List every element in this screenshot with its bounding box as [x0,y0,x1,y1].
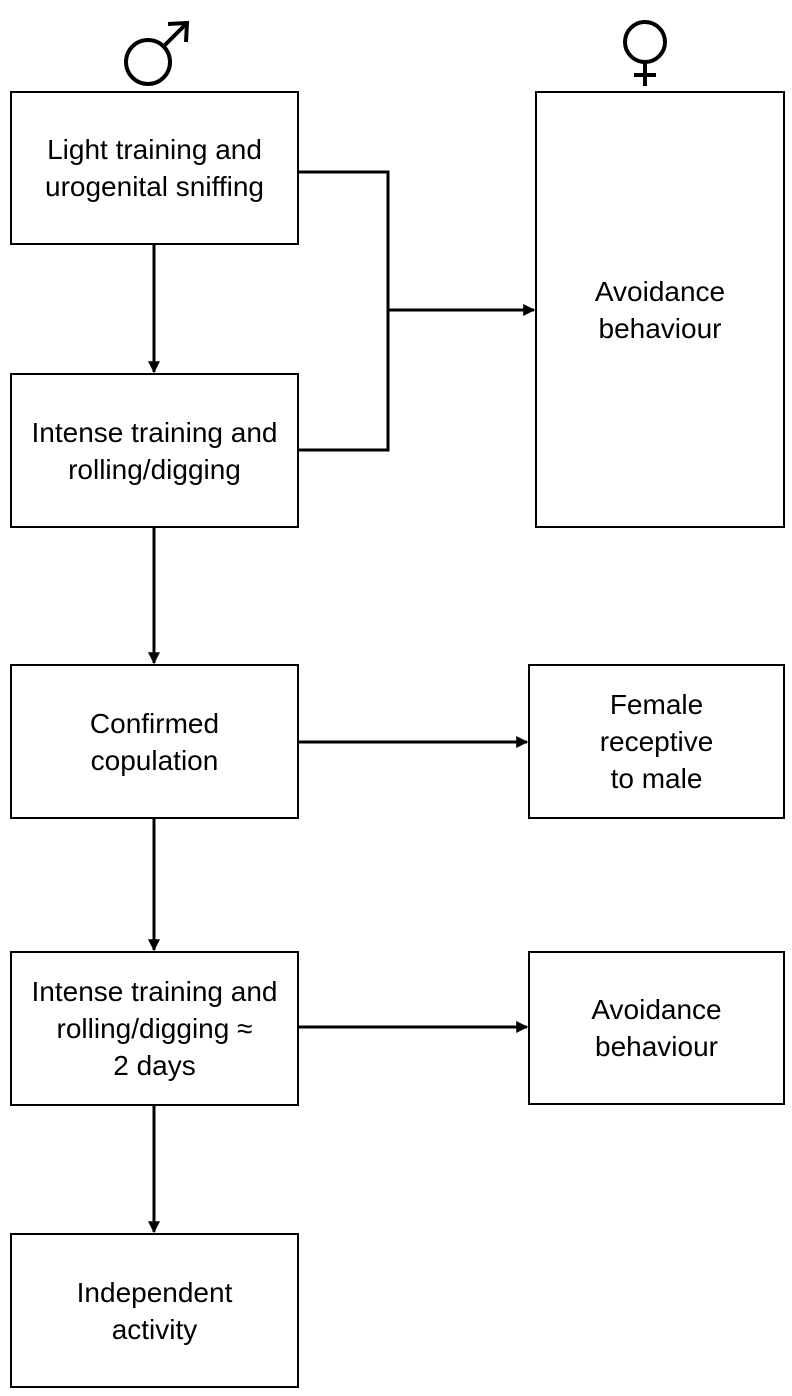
bracket-connector [298,170,390,452]
male-symbol-icon [124,20,190,86]
step-intense-training-2-days: Intense training and rolling/digging ≈ 2… [10,951,299,1106]
step-independent-activity-label: Independent activity [76,1276,233,1345]
step-confirmed-copulation: Confirmed copulation [10,664,299,819]
female-receptive-to-male-label: Female receptive to male [599,689,714,794]
step-confirmed-copulation-label: Confirmed copulation [89,707,220,776]
step-intense-training: Intense training and rolling/digging [10,373,299,528]
step-independent-activity: Independent activity [10,1233,299,1388]
female-avoidance-behaviour-1: Avoidance behaviour [535,91,785,528]
female-avoidance-behaviour-2-label: Avoidance behaviour [591,994,722,1062]
step-light-training: Light training and urogenital sniffing [10,91,299,245]
step-intense-training-label: Intense training and rolling/digging [31,416,278,485]
step-light-training-label: Light training and urogenital sniffing [45,134,264,202]
step-intense-training-2-days-label: Intense training and rolling/digging ≈ 2… [31,976,278,1081]
female-avoidance-behaviour-2: Avoidance behaviour [528,951,785,1105]
female-symbol-icon [623,20,667,86]
female-avoidance-behaviour-1-label: Avoidance behaviour [594,275,726,344]
female-receptive-to-male: Female receptive to male [528,664,785,819]
